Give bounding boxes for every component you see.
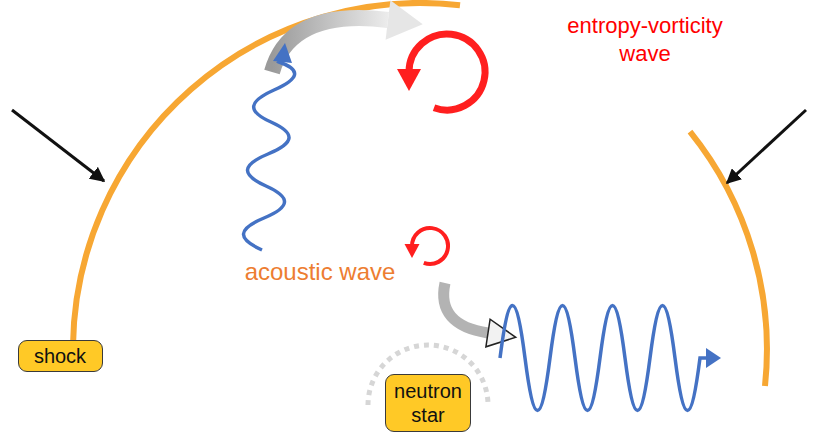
wave-label: entropy-vorticity wave: [545, 12, 745, 67]
wave-arrowhead: [273, 43, 292, 63]
conversion-arrow: [444, 283, 488, 333]
shock-box: shock: [18, 340, 103, 372]
conversion-arrowhead: [386, 0, 423, 40]
vortex-arrowhead: [397, 69, 421, 91]
wave-label: acoustic wave: [245, 257, 396, 287]
box-label: shock: [34, 344, 86, 368]
shock-arc: [73, 3, 460, 345]
wave-arrowhead: [706, 348, 721, 368]
vortex-arrow: [409, 34, 485, 110]
text-wrap: neutron star: [394, 379, 462, 427]
conversion-arrow: [272, 18, 388, 72]
acoustic-wave-line: [243, 58, 294, 250]
infall-arrow: [12, 110, 104, 181]
neutron-star-box: neutron star: [385, 374, 471, 432]
shock-arc: [690, 132, 767, 386]
text-wrap: shock: [34, 344, 86, 368]
vortex-arrowhead: [405, 244, 420, 258]
acoustic-wave-line: [500, 306, 708, 411]
box-label: neutron star: [394, 379, 462, 427]
infall-arrow: [727, 110, 806, 183]
